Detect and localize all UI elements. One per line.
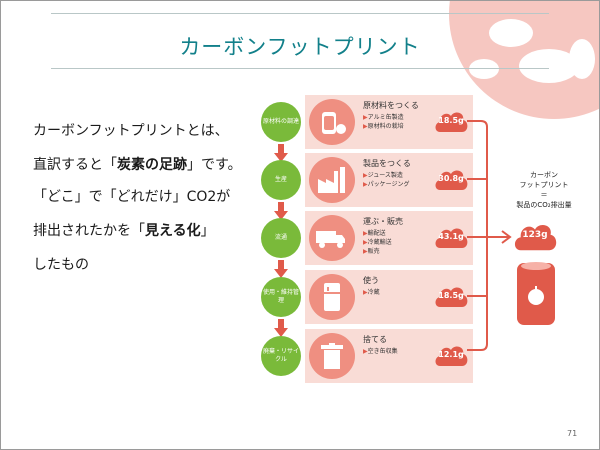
body-text-run: カーボンフットプリントとは、 xyxy=(33,123,229,139)
stage-detail: ▶冷蔵 xyxy=(363,287,380,296)
co2-amount: 30.8g xyxy=(438,174,464,183)
body-text-run: 「どこ」で「どれだけ」CO2が xyxy=(33,189,231,205)
refrigerator-icon xyxy=(309,274,355,320)
co2-amount: 43.1g xyxy=(438,232,464,241)
detail-marker-icon: ▶ xyxy=(363,248,368,255)
stage-detail-text: 輸配送 xyxy=(367,230,386,237)
detail-marker-icon: ▶ xyxy=(363,230,368,237)
stage-heading: 捨てる xyxy=(363,335,387,344)
stage-detail-text: アルミ缶製造 xyxy=(367,114,404,121)
co2-amount: 12.1g xyxy=(438,350,464,359)
stage-heading: 原材料をつくる xyxy=(363,101,419,110)
factory-icon xyxy=(309,157,355,203)
stage-detail-text: 販売 xyxy=(367,248,380,255)
body-text-run: したもの xyxy=(33,257,89,273)
stage-detail: ▶販売 xyxy=(363,246,380,255)
summary-label: フットプリント xyxy=(519,181,569,189)
body-emphasis: 見える化 xyxy=(145,223,201,239)
body-text-run: 排出されたかを「 xyxy=(33,223,145,239)
total-co2-cloud-icon xyxy=(514,225,557,251)
detail-marker-icon: ▶ xyxy=(363,172,368,179)
down-arrow-icon xyxy=(274,202,288,220)
stage-detail: ▶アルミ缶製造 xyxy=(363,112,404,121)
body-text-run: 」 xyxy=(200,223,215,239)
body-line: カーボンフットプリントとは、 xyxy=(33,120,229,140)
stage-detail-text: ジュース製造 xyxy=(367,172,403,179)
stage-detail: ▶原材料の栽培 xyxy=(363,121,404,130)
stage-circle: 原材料の調達 xyxy=(261,102,301,142)
detail-marker-icon: ▶ xyxy=(363,239,368,246)
stage-heading: 使う xyxy=(363,276,379,285)
stage-heading: 運ぶ・販売 xyxy=(363,217,403,226)
stage-circle: 生産 xyxy=(261,160,301,200)
detail-marker-icon: ▶ xyxy=(363,289,368,296)
stage-detail: ▶冷蔵輸送 xyxy=(363,237,392,246)
co2-amount: 18.5g xyxy=(438,291,464,300)
stage-detail-text: 原材料の栽培 xyxy=(367,123,404,130)
body-line: したもの xyxy=(33,254,89,274)
co2-cloud-icon xyxy=(435,287,468,307)
down-arrow-icon xyxy=(274,260,288,278)
detail-marker-icon: ▶ xyxy=(363,123,368,130)
page-number: 71 xyxy=(567,429,578,438)
co2-cloud-icon xyxy=(435,228,468,248)
slide-title: カーボンフットプリント xyxy=(179,35,421,59)
body-text-run: 」です。 xyxy=(187,157,242,173)
title-band xyxy=(51,13,549,69)
body-emphasis: 炭素の足跡 xyxy=(117,157,187,173)
co2-cloud-icon xyxy=(435,346,468,366)
trash-can-icon xyxy=(309,333,355,379)
stage-detail-text: 冷蔵輸送 xyxy=(367,239,392,246)
down-arrow-icon xyxy=(274,144,288,162)
truck-shop-icon xyxy=(309,215,355,261)
body-text-run: 直訳すると「 xyxy=(33,157,117,173)
summary-label: カーボン xyxy=(530,171,558,179)
detail-marker-icon: ▶ xyxy=(363,348,368,355)
stage-circle: 流通 xyxy=(261,218,301,258)
stage-circle: 使用・維持管理 xyxy=(261,277,301,317)
summary-label: ＝ xyxy=(540,191,548,199)
apple-juice-can-icon xyxy=(517,262,555,325)
down-arrow-icon xyxy=(274,319,288,337)
stage-detail: ▶ジュース製造 xyxy=(363,170,403,179)
stage-detail-text: 空き缶収集 xyxy=(367,348,398,355)
co2-cloud-icon xyxy=(435,112,468,132)
stage-detail: ▶パッケージング xyxy=(363,179,410,188)
stage-detail-text: パッケージング xyxy=(367,181,410,188)
summary-label: 製品のCO₂排出量 xyxy=(516,201,572,209)
stage-heading: 製品をつくる xyxy=(363,159,411,168)
co2-amount: 18.5g xyxy=(438,116,464,125)
detail-marker-icon: ▶ xyxy=(363,181,368,188)
body-line: 直訳すると「炭素の足跡」です。 xyxy=(33,154,242,174)
total-co2-amount: 123g xyxy=(522,230,548,240)
stage-detail: ▶輸配送 xyxy=(363,228,386,237)
stage-detail-text: 冷蔵 xyxy=(367,289,380,296)
stage-detail: ▶空き缶収集 xyxy=(363,346,398,355)
body-line: 「どこ」で「どれだけ」CO2が xyxy=(33,186,230,206)
can-and-apple-icon xyxy=(309,99,355,145)
co2-cloud-icon xyxy=(435,170,468,190)
body-line: 排出されたかを「見える化」 xyxy=(33,220,215,240)
detail-marker-icon: ▶ xyxy=(363,114,368,121)
stage-circle: 廃棄・リサイクル xyxy=(261,336,301,376)
